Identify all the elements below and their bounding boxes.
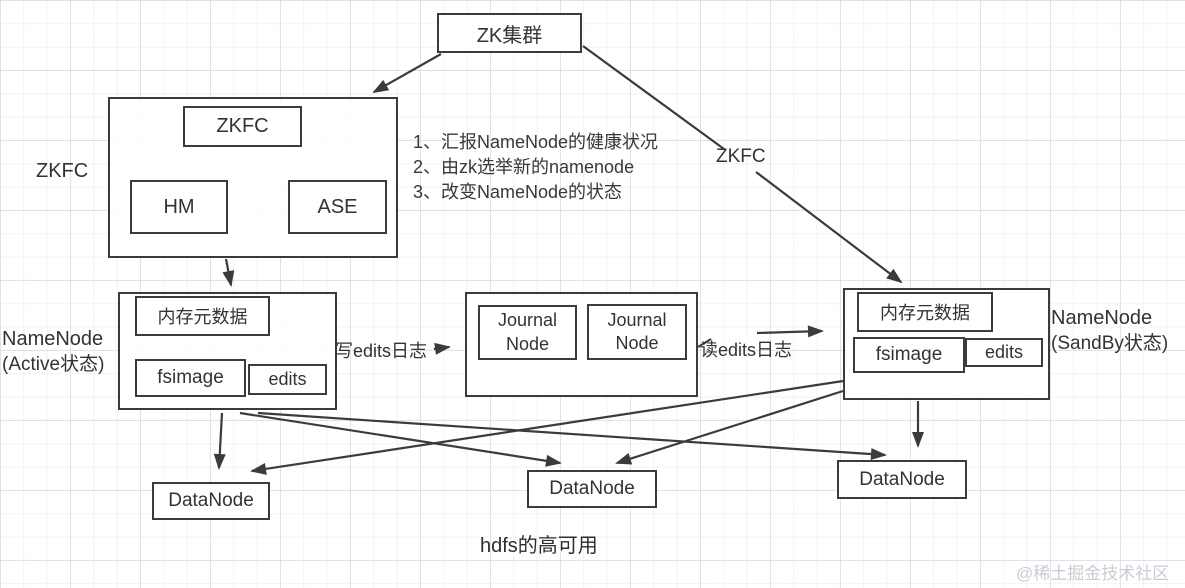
watermark: @稀土掘金技术社区 [1016, 564, 1170, 583]
write-edits-label: 写edits日志 [335, 341, 428, 361]
ase-node: ASE [288, 180, 387, 234]
journal-node-2: Journal Node [587, 304, 687, 360]
journal-node-1: Journal Node [478, 305, 577, 360]
diagram-title: hdfs的高可用 [480, 535, 598, 557]
datanode-2: DataNode [527, 470, 657, 508]
nn-standby-memory-node: 内存元数据 [857, 292, 993, 332]
zkfc-outside-label: ZKFC [36, 160, 89, 182]
datanode-1-label: DataNode [168, 490, 254, 511]
zkfc-edge-label: ZKFC [716, 146, 766, 167]
nn-standby-name: NameNode [1051, 307, 1153, 329]
zkfc-title-label: ZKFC [216, 115, 269, 137]
nn-active-fsimage-label: fsimage [157, 367, 224, 388]
nn-active-edits-label: edits [268, 369, 307, 389]
arrow-nn-standby-to-datanode1 [250, 379, 844, 475]
nn-active-edits-node: edits [248, 364, 327, 395]
hm-node: HM [130, 180, 228, 234]
arrow-nn-active-to-datanode3 [257, 411, 887, 461]
nn-standby-edits-label: edits [984, 342, 1024, 362]
nn-active-side-label: NameNode (Active状态) [2, 326, 104, 378]
hm-label: HM [163, 195, 195, 218]
zk-cluster-node: ZK集群 [437, 13, 582, 53]
nn-standby-fsimage-node: fsimage [853, 337, 965, 373]
arrow-zkfc-to-nn-active [222, 258, 235, 287]
datanode-1: DataNode [152, 482, 270, 520]
note-line-2: 2、由zk选举新的namenode [413, 157, 635, 177]
nn-active-memory-label: 内存元数据 [157, 307, 248, 327]
nn-standby-side-label: NameNode (SandBy状态) [1051, 305, 1168, 357]
arrow-read-edits-tail [697, 338, 712, 348]
datanode-3-label: DataNode [859, 468, 945, 490]
nn-standby-state: (SandBy状态) [1051, 333, 1169, 354]
zkfc-title-node: ZKFC [183, 106, 302, 147]
zk-cluster-label: ZK集群 [476, 24, 543, 47]
arrow-write-edits [433, 342, 451, 355]
arrow-nn-standby-to-datanode2 [615, 389, 844, 465]
arrow-read-edits [756, 325, 824, 338]
nn-active-fsimage-node: fsimage [135, 359, 246, 397]
datanode-3: DataNode [837, 460, 967, 499]
nn-standby-memory-label: 内存元数据 [880, 303, 970, 323]
nn-standby-fsimage-label: fsimage [875, 344, 943, 365]
journal-node-1-label: Journal Node [497, 310, 558, 354]
note-line-3: 3、改变NameNode的状态 [413, 182, 623, 202]
arrow-zkfc-label-to-nn-standby [755, 171, 903, 284]
arrow-nn-active-to-datanode1 [213, 412, 226, 470]
journal-node-2-label: Journal Node [607, 309, 667, 353]
arrow-zk-to-zkfc-label [582, 45, 725, 150]
nn-standby-edits-node: edits [965, 338, 1043, 367]
nn-active-state: (Active状态) [2, 354, 105, 375]
read-edits-label: 读edits日志 [700, 340, 793, 360]
nn-active-memory-node: 内存元数据 [135, 296, 270, 336]
nn-active-name: NameNode [2, 328, 104, 350]
note-line-1: 1、汇报NameNode的健康状况 [413, 132, 659, 152]
arrow-nn-active-to-datanode2 [239, 411, 562, 467]
ase-label: ASE [317, 195, 358, 218]
datanode-2-label: DataNode [549, 478, 635, 499]
arrow-zk-to-zkfc-group [372, 53, 442, 93]
zkfc-duty-notes: 1、汇报NameNode的健康状况 2、由zk选举新的namenode 3、改变… [413, 130, 658, 205]
